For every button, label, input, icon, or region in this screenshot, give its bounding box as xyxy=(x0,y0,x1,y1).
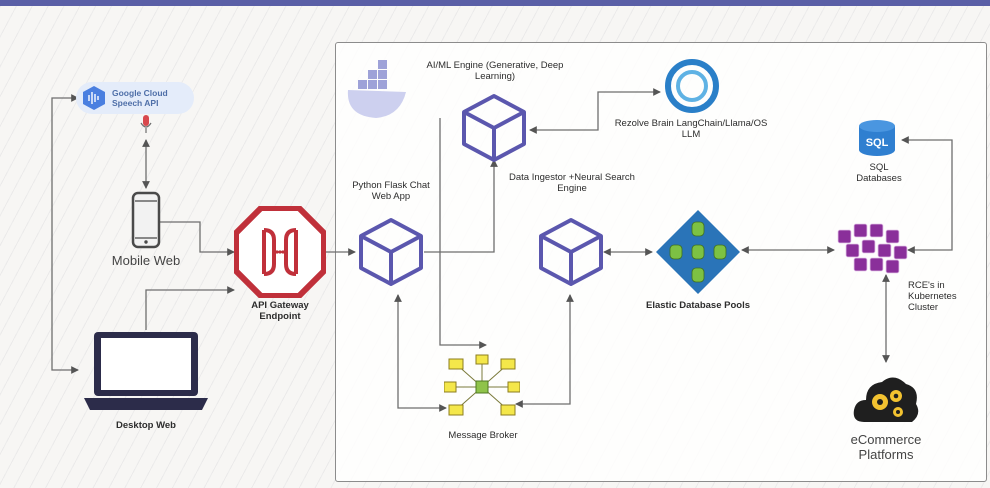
connector-mobile-gateway xyxy=(160,221,235,256)
message-broker-icon xyxy=(444,354,520,416)
rce-cluster-label: RCE's in Kubernetes Cluster xyxy=(908,280,957,314)
ecommerce-label: eCommerce Platforms xyxy=(850,432,922,463)
rezolve-brain-icon xyxy=(665,59,719,113)
connector-desktop-gateway xyxy=(145,286,235,330)
elastic-db-label: Elastic Database Pools xyxy=(645,300,751,311)
elastic-database-icon xyxy=(656,210,740,294)
connector-google-desktop xyxy=(51,94,79,374)
python-flask-label: Python Flask Chat Web App xyxy=(352,180,430,203)
mobile-web-label: Mobile Web xyxy=(111,253,181,268)
google-speech-node xyxy=(76,80,208,116)
top-accent-bar xyxy=(0,0,990,6)
data-ingestor-cube-icon xyxy=(539,218,603,286)
google-speech-label: Google Cloud Speech API xyxy=(112,88,168,109)
api-gateway-label: API Gateway Endpoint xyxy=(251,300,309,323)
microphone-icon xyxy=(140,115,152,133)
ai-ml-engine-cube-icon xyxy=(462,94,526,162)
sql-database-icon: SQL xyxy=(859,120,895,156)
connector-broker-ingestor xyxy=(515,294,574,408)
connector-rce-sql xyxy=(901,136,953,254)
sql-db-label: SQL Databases xyxy=(856,162,902,185)
connector-flask-broker xyxy=(394,294,447,412)
data-ingestor-label: Data Ingestor +Neural Search Engine xyxy=(509,172,635,195)
docker-icon xyxy=(347,60,406,118)
rezolve-brain-label: Rezolve Brain LangChain/Llama/OS LLM xyxy=(614,118,768,141)
api-gateway-icon xyxy=(234,206,326,298)
kubernetes-cluster-icon xyxy=(837,223,908,274)
connector-ai-brain xyxy=(529,88,661,134)
python-flask-cube-icon xyxy=(359,218,423,286)
ecommerce-cloud-icon xyxy=(853,377,919,422)
sql-badge-text: SQL xyxy=(866,137,889,149)
ai-ml-engine-label: AI/ML Engine (Generative, Deep Learning) xyxy=(426,60,564,83)
mobile-phone-icon xyxy=(131,191,161,249)
message-broker-label: Message Broker xyxy=(448,430,518,441)
laptop-icon xyxy=(84,332,208,410)
speech-badge-icon xyxy=(76,82,194,114)
connector-flask-ai xyxy=(424,159,498,253)
desktop-web-label: Desktop Web xyxy=(115,420,176,431)
